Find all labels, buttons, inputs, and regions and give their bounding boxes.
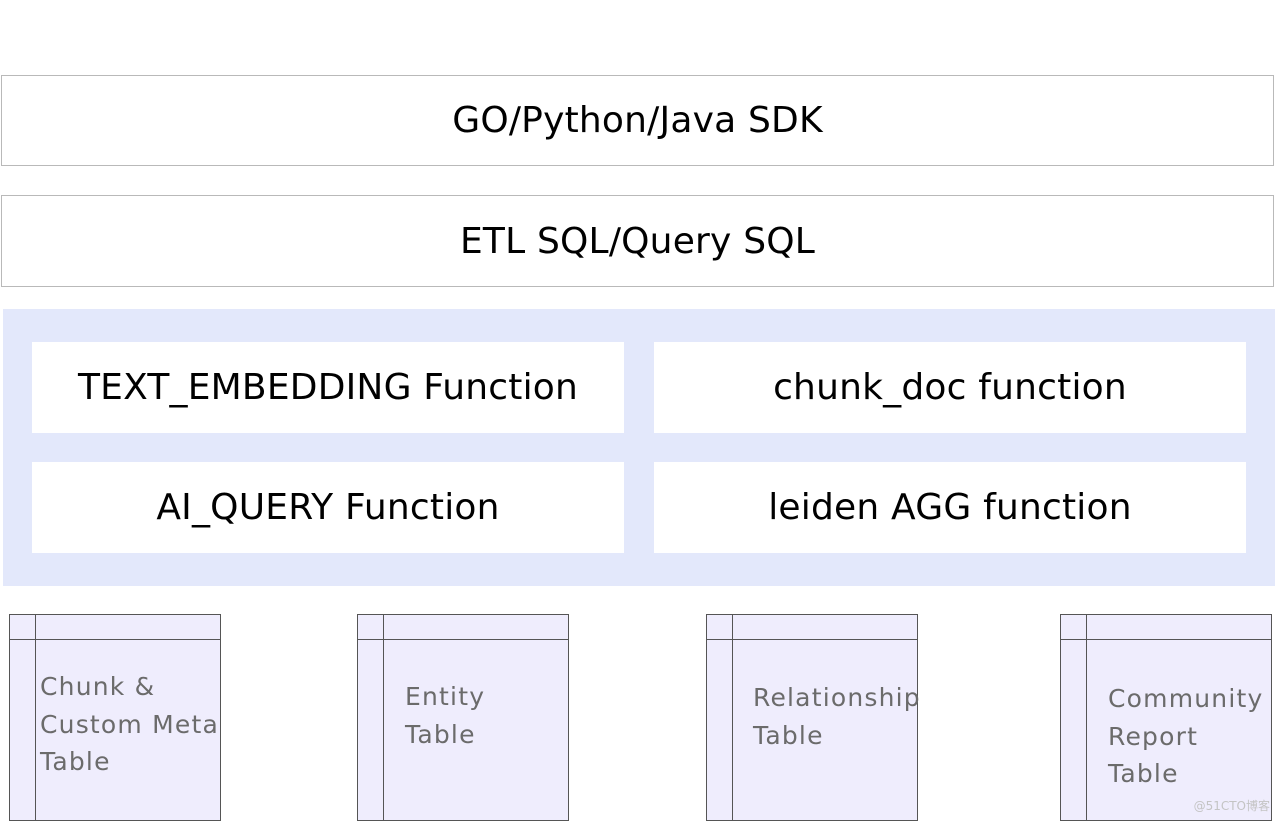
entity-table-icon: Entity Table [357,614,569,821]
chunk-doc-function-box: chunk_doc function [654,342,1246,433]
table-column-line [383,615,384,820]
entity-table-label: Entity Table [405,682,486,749]
function-group: TEXT_EMBEDDING Function chunk_doc functi… [3,309,1275,586]
table-header-line [1061,639,1271,640]
ai-query-function-label: AI_QUERY Function [156,487,500,528]
table-column-line [732,615,733,820]
relationship-table-label: Relationship Table [753,683,921,750]
sql-layer-label: ETL SQL/Query SQL [459,220,816,262]
sql-layer: ETL SQL/Query SQL [1,195,1274,287]
table-column-line [35,615,36,820]
table-column-line [1086,615,1087,820]
leiden-agg-function-box: leiden AGG function [654,462,1246,553]
ai-query-function-box: AI_QUERY Function [32,462,624,553]
table-header-line [358,639,568,640]
sdk-layer-label: GO/Python/Java SDK [452,100,823,141]
community-report-table-label: Community Report Table [1108,684,1264,788]
table-header-line [10,639,220,640]
watermark: @51CTO博客 [1193,799,1270,813]
table-header-line [707,639,917,640]
chunk-doc-function-label: chunk_doc function [773,367,1127,408]
community-report-table-icon: Community Report Table [1060,614,1272,821]
text-embedding-function-box: TEXT_EMBEDDING Function [32,342,624,433]
leiden-agg-function-label: leiden AGG function [768,487,1132,528]
chunk-table-label: Chunk & Custom Meta Table [40,672,219,776]
sdk-layer: GO/Python/Java SDK [1,75,1274,166]
text-embedding-function-label: TEXT_EMBEDDING Function [77,367,579,408]
relationship-table-icon: Relationship Table [706,614,921,821]
chunk-table-icon: Chunk & Custom Meta Table [9,614,221,821]
